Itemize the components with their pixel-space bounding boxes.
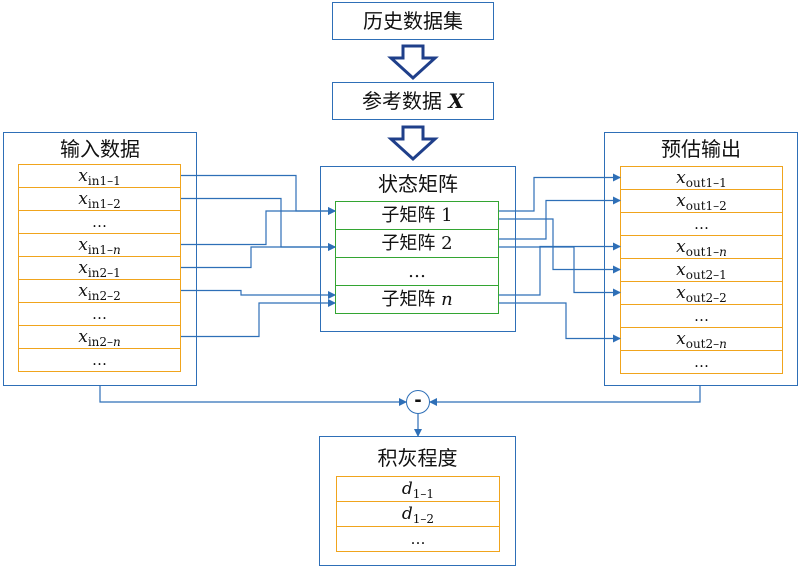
submatrix-row-4: 子矩阵 n bbox=[335, 285, 499, 314]
variable-subscript: in2–1 bbox=[88, 266, 121, 280]
reference-symbol: X bbox=[448, 89, 464, 113]
variable-symbol: x bbox=[78, 327, 88, 347]
variable-subscript: in2–n bbox=[88, 335, 121, 349]
cell-text: … bbox=[694, 353, 709, 371]
cell-text: … bbox=[92, 305, 107, 323]
estimated-output-box: 预估输出 bbox=[604, 132, 798, 386]
variable-subscript: in1–2 bbox=[88, 197, 121, 211]
variable-symbol: x bbox=[676, 260, 686, 280]
variable-symbol: x bbox=[676, 168, 686, 188]
subscript-italic: n bbox=[719, 245, 727, 259]
variable-symbol: x bbox=[676, 283, 686, 303]
estimated-output-title: 预估输出 bbox=[661, 137, 741, 161]
subscript-italic: n bbox=[113, 243, 121, 257]
output-wire bbox=[499, 302, 621, 343]
subscript-italic: n bbox=[719, 337, 727, 351]
variable-symbol: x bbox=[78, 281, 88, 301]
variable-subscript: out1–2 bbox=[686, 199, 727, 213]
cell-text: … bbox=[92, 351, 107, 369]
ash-degree-title: 积灰程度 bbox=[377, 446, 458, 470]
output-to-subtract-wire bbox=[429, 386, 701, 406]
cell-text: … bbox=[408, 261, 426, 282]
cell-text: 子矩阵 bbox=[381, 289, 442, 310]
variable-subscript: out1–1 bbox=[686, 176, 727, 190]
cell-text: 子矩阵 2 bbox=[381, 233, 453, 254]
variable-subscript: out2–1 bbox=[686, 268, 727, 282]
subscript-text: in1– bbox=[87, 243, 114, 257]
input-data-box: 输入数据 bbox=[3, 132, 197, 386]
output-wire bbox=[499, 173, 621, 212]
reference-data-label: 参考数据 bbox=[362, 89, 443, 113]
output-row-9: … bbox=[620, 350, 783, 374]
subscript-text: out2–2 bbox=[685, 291, 727, 305]
cell-text: 子矩阵 1 bbox=[381, 205, 453, 226]
output-wire bbox=[499, 196, 621, 240]
subscript-text: in1–2 bbox=[87, 197, 121, 211]
subscript-text: in2– bbox=[87, 335, 114, 349]
variable-symbol: x bbox=[78, 189, 88, 209]
variable-symbol: d bbox=[401, 504, 413, 524]
subscript-text: out1–1 bbox=[685, 176, 727, 190]
input-to-subtract-wire bbox=[99, 386, 407, 406]
subscript-text: out1– bbox=[685, 245, 720, 259]
cell-text: … bbox=[410, 530, 426, 548]
input-wire bbox=[181, 207, 336, 246]
output-wire bbox=[499, 218, 621, 274]
input-wire bbox=[181, 289, 336, 299]
variable-subscript: 1–2 bbox=[413, 512, 434, 526]
subscript-italic: n bbox=[113, 335, 121, 349]
variable-symbol: x bbox=[78, 235, 88, 255]
down-arrow-icon bbox=[387, 125, 439, 162]
variable-subscript: in2–2 bbox=[88, 289, 121, 303]
output-wire bbox=[499, 246, 621, 297]
cell-text: … bbox=[92, 213, 107, 231]
subscript-text: out1–2 bbox=[685, 199, 727, 213]
state-matrix-box: 状态矩阵 bbox=[320, 166, 516, 332]
input-row-9: … bbox=[18, 348, 181, 372]
input-wire bbox=[181, 243, 336, 269]
input-data-title: 输入数据 bbox=[60, 137, 140, 161]
output-wire bbox=[499, 242, 621, 296]
variable-symbol: x bbox=[676, 237, 686, 257]
variable-subscript: 1–1 bbox=[413, 487, 434, 501]
variable-symbol: x bbox=[676, 329, 686, 349]
cell-italic: n bbox=[441, 289, 453, 310]
variable-symbol: x bbox=[78, 258, 88, 278]
subscript-text: 1–1 bbox=[412, 487, 435, 501]
subscript-text: out2– bbox=[685, 337, 720, 351]
variable-symbol: d bbox=[401, 479, 413, 499]
input-wire bbox=[181, 174, 336, 215]
input-wire bbox=[181, 197, 336, 251]
variable-subscript: out2–n bbox=[686, 337, 727, 351]
variable-subscript: in1–n bbox=[88, 243, 121, 257]
subscript-text: 1–2 bbox=[412, 512, 435, 526]
variable-symbol: x bbox=[676, 191, 686, 211]
ash-row-3: … bbox=[336, 526, 500, 552]
down-arrow-icon bbox=[387, 44, 439, 81]
variable-subscript: out1–n bbox=[686, 245, 727, 259]
state-matrix-title: 状态矩阵 bbox=[378, 172, 458, 196]
subscript-text: in2–2 bbox=[87, 289, 121, 303]
input-wire bbox=[181, 299, 336, 338]
variable-subscript: in1–1 bbox=[88, 174, 121, 188]
variable-subscript: out2–2 bbox=[686, 291, 727, 305]
subscript-text: in2–1 bbox=[87, 266, 121, 280]
subscript-text: in1–1 bbox=[87, 174, 121, 188]
variable-symbol: x bbox=[78, 166, 88, 186]
historical-dataset-label: 历史数据集 bbox=[363, 9, 463, 33]
cell-text: … bbox=[694, 215, 709, 233]
reference-data-box: 参考数据 X bbox=[332, 82, 494, 120]
subscript-text: out2–1 bbox=[685, 268, 727, 282]
subtraction-operator: - bbox=[406, 390, 430, 414]
historical-dataset-box: 历史数据集 bbox=[332, 2, 494, 40]
cell-text: … bbox=[694, 307, 709, 325]
